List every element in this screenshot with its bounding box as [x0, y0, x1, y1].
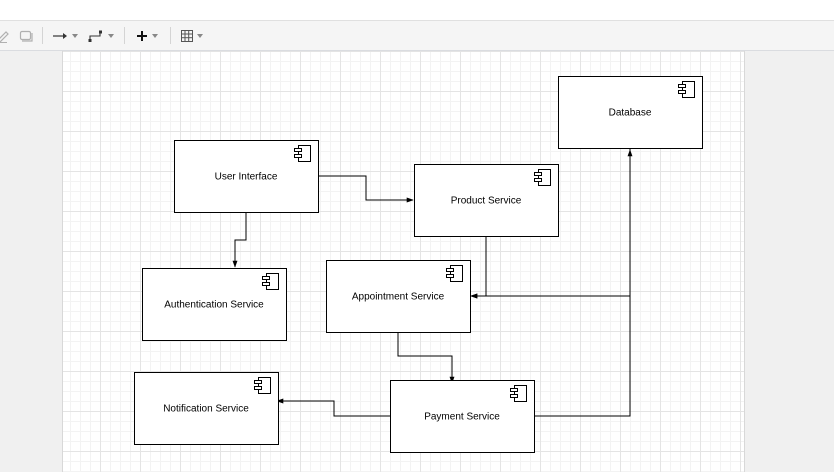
component-box	[142, 268, 287, 341]
connection-style-button[interactable]	[52, 25, 78, 47]
component-box	[174, 140, 319, 213]
connector-user-interface-to-authentication-service[interactable]	[232, 212, 247, 268]
component-product-service[interactable]: Product Service	[414, 164, 559, 237]
component-label: Product Service	[451, 196, 522, 207]
table-icon	[181, 30, 193, 42]
toolbar-separator	[42, 27, 43, 44]
shape-rect-icon	[19, 30, 33, 42]
chevron-down-icon	[152, 34, 158, 38]
component-box	[390, 380, 535, 453]
title-bar	[0, 0, 834, 21]
component-box	[326, 260, 471, 333]
chevron-down-icon	[72, 34, 78, 38]
component-payment-service[interactable]: Payment Service	[390, 380, 535, 453]
edit-style-button[interactable]	[0, 25, 12, 47]
component-icon	[534, 169, 551, 186]
connector-product-service-to-appointment-service[interactable]	[470, 236, 487, 299]
toolbar-separator	[124, 27, 125, 44]
component-user-interface[interactable]: User Interface	[174, 140, 319, 213]
connector-user-interface-to-product-service[interactable]	[318, 175, 414, 203]
toolbar-separator	[170, 27, 171, 44]
pencil-icon	[0, 31, 9, 43]
component-label: User Interface	[215, 172, 278, 183]
waypoints-button[interactable]	[87, 25, 115, 47]
connector-appointment-service-to-payment-service[interactable]	[397, 332, 455, 384]
component-appointment-service[interactable]: Appointment Service	[326, 260, 471, 333]
toolbar	[0, 21, 834, 51]
component-icon	[262, 273, 279, 290]
component-icon	[294, 145, 311, 162]
connector-straight-icon	[53, 33, 67, 39]
component-label: Authentication Service	[164, 300, 264, 311]
connectors-layer	[232, 149, 633, 417]
component-box	[558, 76, 703, 149]
component-label: Payment Service	[424, 412, 500, 423]
component-icon	[678, 81, 695, 98]
component-label: Appointment Service	[352, 292, 445, 303]
component-icon	[446, 265, 463, 282]
connector-waypoint-icon	[88, 30, 102, 42]
component-box	[134, 372, 279, 445]
component-icon	[510, 385, 527, 402]
connector-payment-service-to-notification-service[interactable]	[276, 398, 390, 417]
plus-icon	[137, 31, 147, 41]
component-label: Notification Service	[163, 404, 249, 415]
component-label: Database	[609, 108, 652, 119]
insert-button[interactable]	[133, 25, 161, 47]
component-authentication-service[interactable]: Authentication Service	[142, 268, 287, 341]
chevron-down-icon	[108, 34, 114, 38]
component-box	[414, 164, 559, 237]
connector-payment-service-to-database[interactable]	[534, 149, 633, 417]
shadow-button[interactable]	[17, 25, 35, 47]
table-button[interactable]	[178, 25, 206, 47]
component-database[interactable]: Database	[558, 76, 703, 149]
component-notification-service[interactable]: Notification Service	[134, 372, 279, 445]
component-icon	[254, 377, 271, 394]
chevron-down-icon	[197, 34, 203, 38]
